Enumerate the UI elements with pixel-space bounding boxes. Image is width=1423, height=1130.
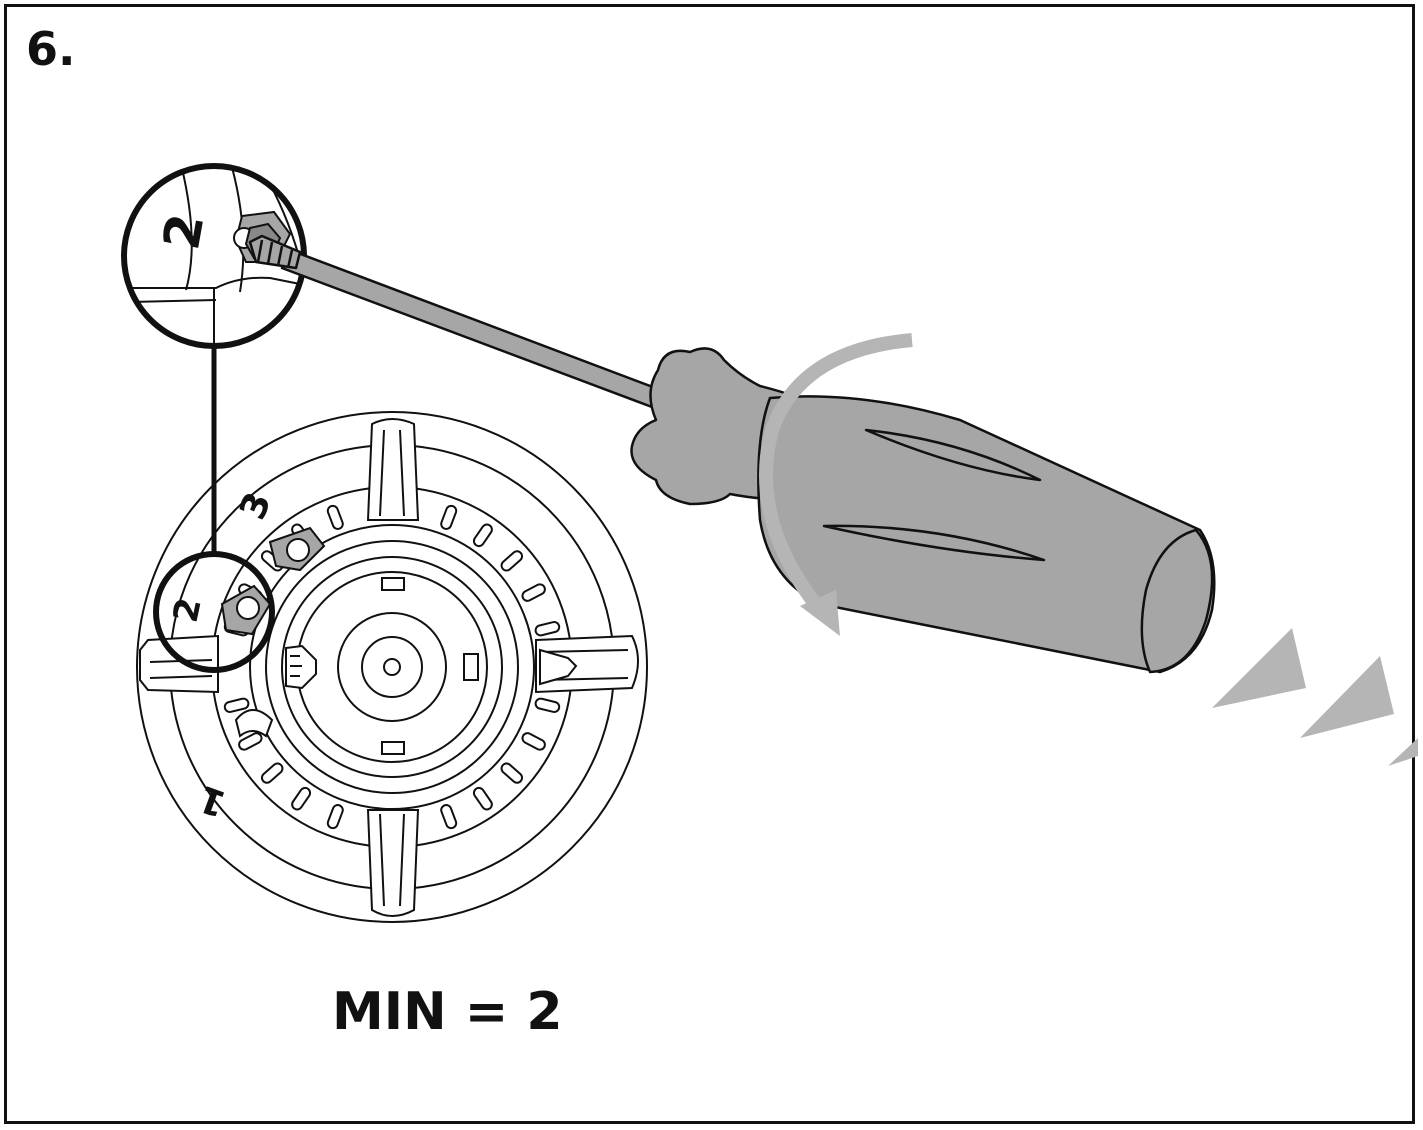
flame-port-slot <box>521 583 546 602</box>
flame-port-slot <box>326 804 344 830</box>
pan-support-right <box>535 634 639 694</box>
burner-position-label-1: 1 <box>194 777 232 824</box>
flame-port-slot <box>440 804 458 830</box>
flame-port-slot <box>260 762 284 784</box>
pan-support-bottom <box>366 809 420 917</box>
flame-port-slot <box>472 786 493 811</box>
adjustment-tab-1 <box>234 709 274 738</box>
flame-port-slot <box>238 732 263 751</box>
pan-support-left <box>139 634 219 694</box>
burner-position-label-3: 3 <box>232 487 279 526</box>
flame-port-slot <box>472 523 493 548</box>
direction-triangle-icon <box>1212 628 1418 766</box>
step-number: 6. <box>26 22 76 76</box>
flame-port-slot <box>500 550 524 572</box>
adjustment-tab-2 <box>220 584 272 636</box>
burner-diagram <box>136 411 648 923</box>
pan-support-top <box>366 418 420 521</box>
flame-port-slot <box>534 621 561 637</box>
flame-port-slot <box>223 697 250 713</box>
flame-port-slot <box>500 762 524 784</box>
flame-port-slot <box>440 504 458 530</box>
min-setting-caption: MIN = 2 <box>332 982 563 1042</box>
burner-flame-ports <box>223 504 561 830</box>
flame-port-slot <box>521 732 546 751</box>
burner-position-label-2: 2 <box>166 594 210 625</box>
flame-port-slot <box>534 697 561 713</box>
flame-port-slot <box>291 786 312 811</box>
flame-port-slot <box>326 504 344 530</box>
curved-rotation-arrow-icon <box>759 333 913 636</box>
adjustment-tab-3 <box>268 526 326 572</box>
